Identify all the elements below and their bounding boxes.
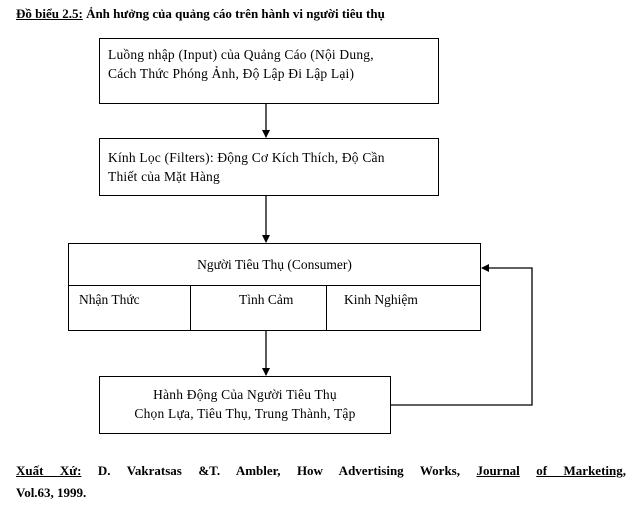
feedback-arrow xyxy=(391,264,533,406)
consumer-box: Người Tiêu Thụ (Consumer) Nhận Thức Tình… xyxy=(68,243,481,331)
filters-box: Kính Lọc (Filters): Động Cơ Kích Thích, … xyxy=(99,138,439,196)
input-box-line-1: Luồng nhập (Input) của Quảng Cáo (Nội Du… xyxy=(108,47,374,62)
source-of-marketing: of Marketing xyxy=(536,463,623,478)
source-comma: , xyxy=(622,463,626,478)
consumer-column-affect: Tình Cảm xyxy=(239,292,294,307)
diagram-title: Đồ biểu 2.5: Ảnh hưởng của quảng cáo trê… xyxy=(16,6,385,22)
input-box: Luồng nhập (Input) của Quảng Cáo (Nội Du… xyxy=(99,38,439,104)
figure-number: Đồ biểu 2.5: xyxy=(16,6,83,21)
column-divider xyxy=(326,286,327,330)
consumer-column-cognition: Nhận Thức xyxy=(79,292,140,307)
action-box: Hành Động Của Người Tiêu Thụ Chọn Lựa, T… xyxy=(99,376,391,434)
column-divider xyxy=(190,286,191,330)
input-box-line-2: Cách Thức Phóng Ảnh, Độ Lập Đi Lập Lại) xyxy=(108,66,355,81)
action-box-line-1: Hành Động Của Người Tiêu Thụ xyxy=(153,387,337,402)
source-volume: Vol.63, 1999. xyxy=(16,485,87,500)
source-label: Xuất Xứ: xyxy=(16,463,82,478)
source-citation: Xuất Xứ: D. Vakratsas &T. Ambler, How Ad… xyxy=(16,460,626,482)
source-text: D. Vakratsas &T. Ambler, How Advertising… xyxy=(81,463,477,478)
filters-box-line-1: Kính Lọc (Filters): Động Cơ Kích Thích, … xyxy=(108,150,385,165)
figure-caption: Ảnh hưởng của quảng cáo trên hành vi ngư… xyxy=(82,6,385,21)
action-box-line-2: Chọn Lựa, Tiêu Thụ, Trung Thành, Tập xyxy=(134,406,356,421)
source-journal: Journal xyxy=(476,463,520,478)
filters-box-line-2: Thiết của Mặt Hàng xyxy=(108,169,220,184)
consumer-column-experience: Kinh Nghiệm xyxy=(344,292,418,307)
consumer-header: Người Tiêu Thụ (Consumer) xyxy=(69,244,480,286)
